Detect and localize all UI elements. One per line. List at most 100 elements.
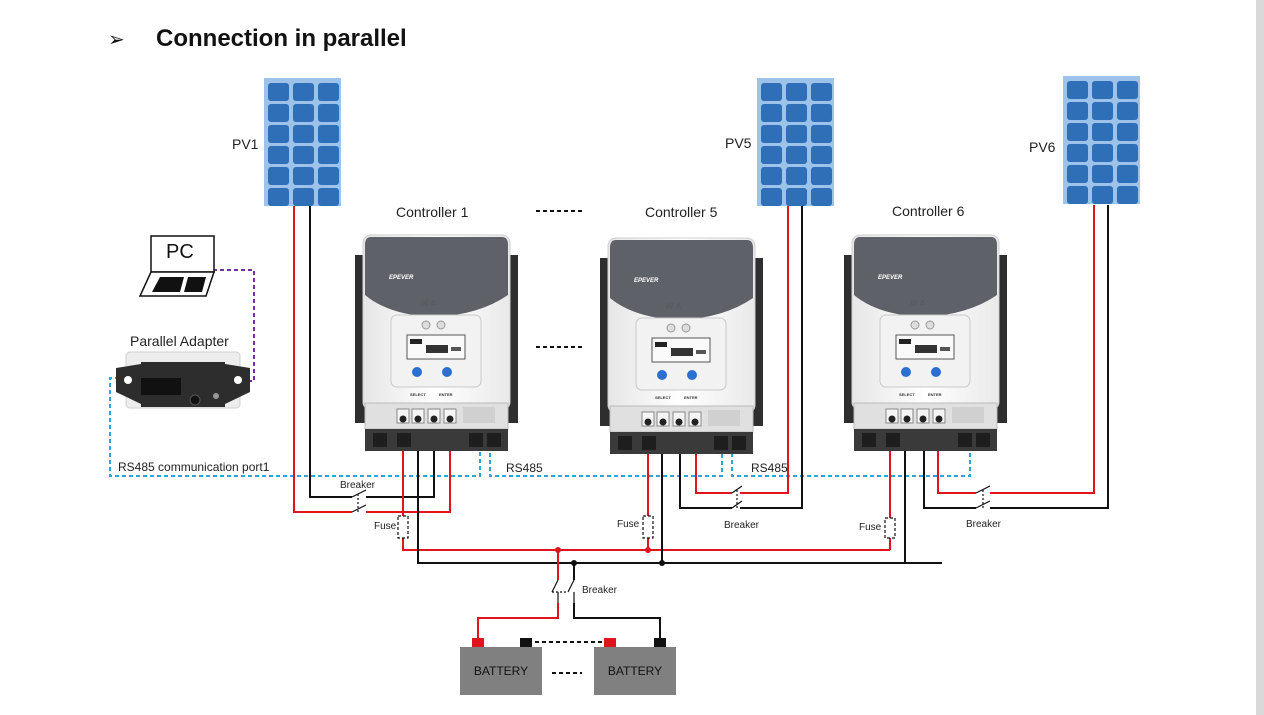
parallel-adapter	[116, 351, 250, 409]
pv-cell	[1067, 165, 1088, 183]
breaker-label-pv5: Breaker	[724, 520, 760, 531]
breaker-label-pv6: Breaker	[966, 519, 1002, 530]
terminal-screw	[644, 418, 652, 426]
pv-panel-1	[264, 78, 341, 206]
breaker-pv1	[351, 489, 367, 514]
pv5-label: PV5	[725, 135, 752, 151]
pc-label: PC	[166, 241, 194, 263]
pv-cell	[268, 146, 289, 164]
bullet-arrow-icon: ➢	[108, 27, 125, 51]
pv-cell	[268, 83, 289, 101]
pv-cell	[268, 188, 289, 206]
select-button-icon	[412, 367, 422, 377]
fuse-ctrl5	[642, 515, 654, 539]
pv-cell	[1092, 165, 1113, 183]
wiring-pv1	[293, 205, 451, 513]
pv-cell	[1092, 102, 1113, 120]
select-key-label: SELECT	[410, 392, 426, 397]
pv-cell	[786, 104, 807, 122]
pv-cell	[318, 125, 339, 143]
pv-cell	[1117, 123, 1138, 141]
enter-button-icon	[931, 367, 941, 377]
terminal-screw	[446, 415, 454, 423]
controller-brand-text: EPEVER	[634, 278, 659, 284]
breaker-label-pv1: Breaker	[340, 480, 376, 491]
pv-cell	[1067, 123, 1088, 141]
pv-cell	[1117, 144, 1138, 162]
controller-5: EPEVER /// ⚠ SELECT ENTER	[600, 237, 763, 454]
rs485-port1-label: RS485 communication port1	[118, 460, 270, 474]
pv-cell	[293, 125, 314, 143]
pv-cell	[1092, 81, 1113, 99]
select-key-label: SELECT	[899, 392, 915, 397]
pv-cell	[1092, 186, 1113, 204]
svg-text:/// ⚠: /// ⚠	[666, 302, 682, 310]
terminal-screw	[399, 415, 407, 423]
terminal-screw	[903, 415, 911, 423]
page-title: Connection in parallel	[156, 25, 407, 52]
terminal-screw	[691, 418, 699, 426]
pv-cell	[293, 146, 314, 164]
breaker-pv6	[975, 485, 991, 510]
breaker-label-battery: Breaker	[582, 585, 618, 596]
pv-cell	[293, 83, 314, 101]
pc-laptop	[138, 235, 216, 297]
pv-panel-5	[757, 78, 834, 206]
select-button-icon	[657, 370, 667, 380]
pv-cell	[786, 83, 807, 101]
controller-1-label: Controller 1	[396, 204, 469, 220]
pv-cell	[761, 83, 782, 101]
terminal-screw	[935, 415, 943, 423]
pv-cell	[786, 146, 807, 164]
terminal-screw	[919, 415, 927, 423]
pv-cell	[1092, 144, 1113, 162]
pv-cell	[811, 125, 832, 143]
terminal-screw	[888, 415, 896, 423]
pv-cell	[293, 188, 314, 206]
pv-cell	[1117, 186, 1138, 204]
battery-2-label: BATTERY	[607, 664, 663, 678]
select-button-icon	[901, 367, 911, 377]
parallel-adapter-label: Parallel Adapter	[130, 333, 229, 349]
pv-cell	[761, 104, 782, 122]
pv-cell	[268, 125, 289, 143]
title-row: ➢ Connection in parallel	[108, 22, 407, 56]
rs485-label-1: RS485	[506, 461, 543, 475]
select-key-label: SELECT	[655, 395, 671, 400]
controller-brand-text: EPEVER	[389, 275, 414, 281]
pv-cell	[318, 104, 339, 122]
pv-cell	[293, 104, 314, 122]
pv-cell	[811, 146, 832, 164]
pv-cell	[268, 104, 289, 122]
battery-1-label: BATTERY	[473, 664, 529, 678]
enter-key-label: ENTER	[928, 392, 942, 397]
fuse-ctrl6	[884, 517, 896, 539]
controller-brand-text: EPEVER	[878, 275, 903, 281]
enter-button-icon	[442, 367, 452, 377]
rs485-adapter-link	[109, 377, 481, 477]
terminal-screw	[659, 418, 667, 426]
pv-cell	[1067, 186, 1088, 204]
controller-6-label: Controller 6	[892, 203, 965, 219]
terminal-screw	[430, 415, 438, 423]
pv-cell	[811, 104, 832, 122]
pv-cell	[811, 188, 832, 206]
pv-cell	[318, 146, 339, 164]
page-edge-bar	[1256, 0, 1264, 715]
pv-cell	[1067, 144, 1088, 162]
pv-cell	[268, 167, 289, 185]
junction-dots	[555, 547, 665, 566]
pv-cell	[786, 167, 807, 185]
enter-button-icon	[687, 370, 697, 380]
pv-cell	[1117, 165, 1138, 183]
controller-5-label: Controller 5	[645, 204, 718, 220]
battery-1	[460, 638, 542, 695]
pv-cell	[1117, 81, 1138, 99]
enter-key-label: ENTER	[684, 395, 698, 400]
pv-panel-6	[1063, 76, 1140, 204]
fuse-label-ctrl5: Fuse	[617, 519, 640, 530]
pv-cell	[761, 125, 782, 143]
pv-cell	[1067, 102, 1088, 120]
